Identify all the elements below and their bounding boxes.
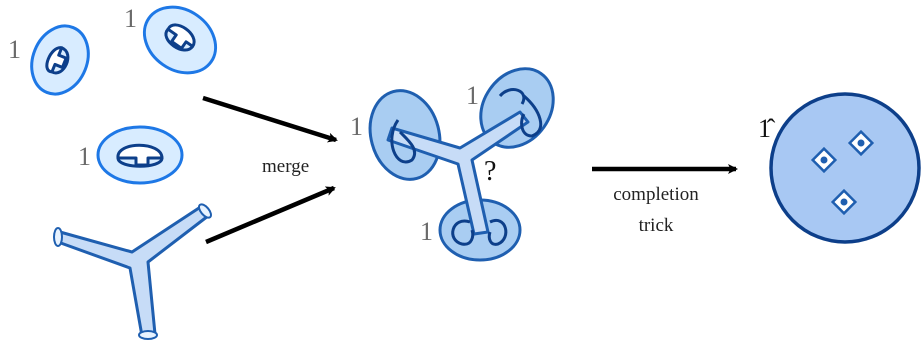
glued-label-bottom: 1 <box>420 217 433 246</box>
completion-label-line1: completion <box>613 184 699 205</box>
cap-shape-c <box>98 127 182 183</box>
y-tube-shape <box>54 202 213 339</box>
glued-label-left: 1 <box>350 112 363 141</box>
cap-b-label: 1 <box>124 4 137 33</box>
unknown-mark: ? <box>484 156 496 187</box>
cap-shape-a <box>22 17 98 102</box>
completion-label-line2: trick <box>639 215 674 236</box>
glued-label-top: 1 <box>466 81 479 110</box>
merge-arrow-lower <box>206 188 334 242</box>
cap-c-label: 1 <box>78 142 91 171</box>
result-label: 1̂ <box>758 114 776 143</box>
glued-surface <box>361 55 569 260</box>
result-disc <box>771 94 919 242</box>
cap-a-label: 1 <box>8 35 21 64</box>
cap-shape-b <box>132 0 229 86</box>
merge-label: merge <box>262 156 309 177</box>
merge-arrow-upper <box>203 98 336 140</box>
